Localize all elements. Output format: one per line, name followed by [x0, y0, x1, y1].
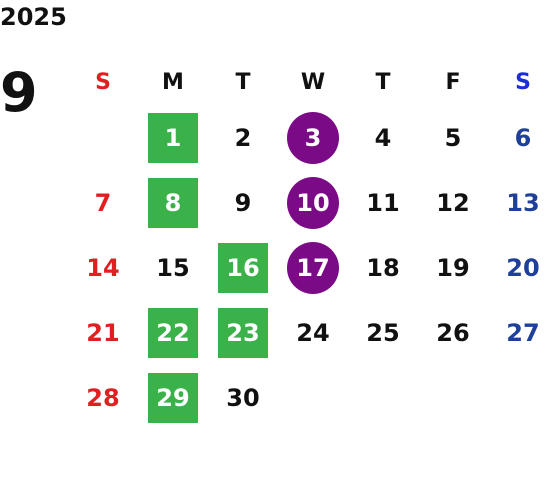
day-cell	[278, 365, 348, 430]
highlight-circle: 17	[287, 241, 339, 294]
highlight-box: 29	[148, 372, 198, 423]
day-number: 8	[164, 188, 182, 217]
day-cell	[488, 365, 548, 430]
day-cell: 12	[418, 170, 488, 235]
day-cell: 8	[138, 170, 208, 235]
weekday-header-monday: M	[162, 70, 184, 95]
weekday-header-saturday: S	[515, 70, 531, 95]
day-number: 28	[86, 383, 120, 412]
day-cell: 1	[138, 105, 208, 170]
highlight-circle: 10	[287, 176, 339, 229]
day-cell	[68, 105, 138, 170]
day-cell: 29	[138, 365, 208, 430]
weekday-header-friday: F	[445, 70, 461, 95]
day-number: 11	[366, 188, 400, 217]
day-cell: 2	[208, 105, 278, 170]
day-number: 26	[436, 318, 470, 347]
day-number: 16	[226, 253, 260, 282]
day-number: 20	[506, 253, 540, 282]
highlight-box: 23	[218, 307, 268, 358]
highlight-box: 16	[218, 242, 268, 293]
day-cell: 24	[278, 300, 348, 365]
day-cell: 6	[488, 105, 548, 170]
day-number: 25	[366, 318, 400, 347]
day-number: 19	[436, 253, 470, 282]
day-cell: 4	[348, 105, 418, 170]
day-number: 14	[86, 253, 120, 282]
weekday-header-sunday: S	[95, 70, 111, 95]
highlight-box: 1	[148, 112, 198, 163]
day-cell: 22	[138, 300, 208, 365]
day-cell: 30	[208, 365, 278, 430]
day-cell: 10	[278, 170, 348, 235]
day-number: 23	[226, 318, 260, 347]
day-number: 10	[296, 188, 330, 217]
highlight-circle: 3	[287, 111, 339, 164]
day-cell: 21	[68, 300, 138, 365]
day-number: 6	[514, 123, 532, 152]
day-cell: 26	[418, 300, 488, 365]
day-number: 29	[156, 383, 190, 412]
day-cell: 15	[138, 235, 208, 300]
day-number: 27	[506, 318, 540, 347]
day-cell: 9	[208, 170, 278, 235]
day-cell: 11	[348, 170, 418, 235]
day-cell: 7	[68, 170, 138, 235]
day-cell: 18	[348, 235, 418, 300]
highlight-box: 22	[148, 307, 198, 358]
day-number: 9	[234, 188, 252, 217]
day-number: 24	[296, 318, 330, 347]
day-cell: 14	[68, 235, 138, 300]
day-cell: 27	[488, 300, 548, 365]
day-cell: 13	[488, 170, 548, 235]
day-number: 21	[86, 318, 120, 347]
highlight-box: 8	[148, 177, 198, 228]
day-number: 17	[296, 253, 330, 282]
day-cell	[418, 365, 488, 430]
day-number: 13	[506, 188, 540, 217]
weekday-header-wednesday: W	[300, 70, 326, 95]
day-number: 15	[156, 253, 190, 282]
day-number: 4	[374, 123, 392, 152]
day-number: 18	[366, 253, 400, 282]
day-number: 7	[94, 188, 112, 217]
day-cell: 3	[278, 105, 348, 170]
day-cell: 28	[68, 365, 138, 430]
day-cell: 19	[418, 235, 488, 300]
day-cell: 23	[208, 300, 278, 365]
day-cell: 16	[208, 235, 278, 300]
day-number: 22	[156, 318, 190, 347]
day-number: 12	[436, 188, 470, 217]
day-cell	[348, 365, 418, 430]
day-cell: 20	[488, 235, 548, 300]
day-number: 2	[234, 123, 252, 152]
year-label: 2025	[0, 3, 67, 31]
day-cell: 25	[348, 300, 418, 365]
month-number: 9	[0, 61, 38, 124]
day-number: 3	[304, 123, 322, 152]
day-number: 30	[226, 383, 260, 412]
weekday-header-tuesday: T	[235, 70, 251, 95]
day-number: 5	[444, 123, 462, 152]
day-cell: 17	[278, 235, 348, 300]
day-number: 1	[164, 123, 182, 152]
day-cell: 5	[418, 105, 488, 170]
weekday-header-thursday: T	[375, 70, 391, 95]
